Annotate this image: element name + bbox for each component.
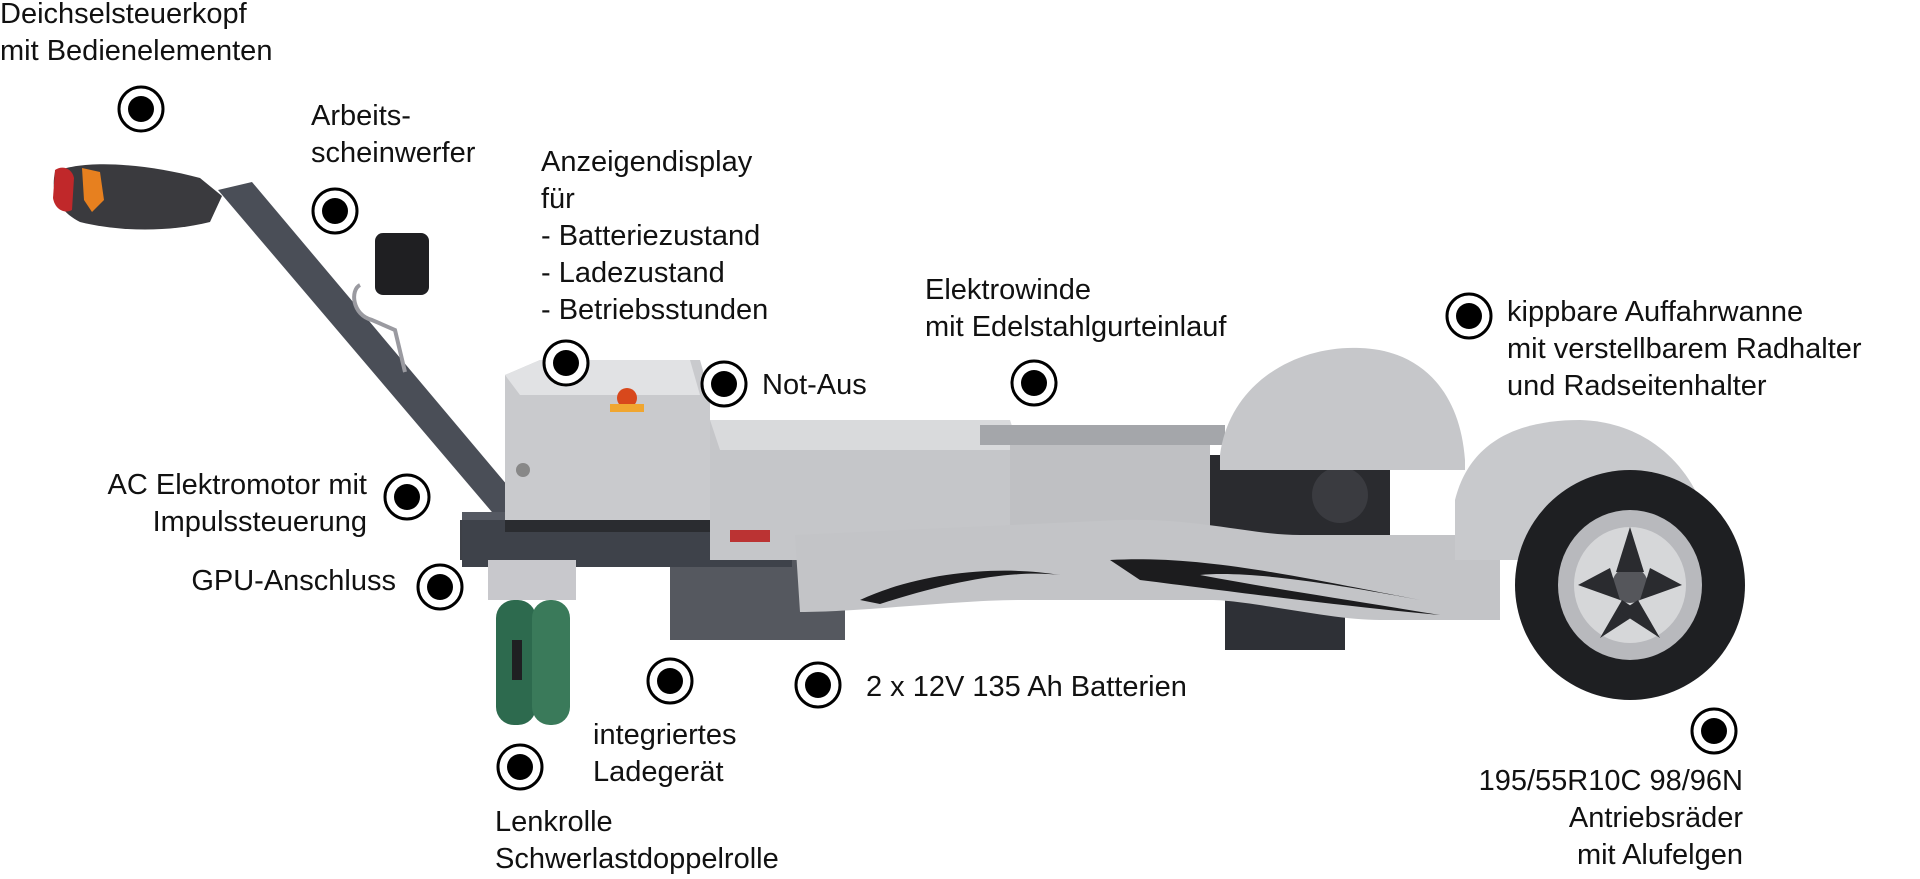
drive-wheel xyxy=(1455,420,1745,700)
label-arbeitsscheinwerfer: Arbeits- scheinwerfer xyxy=(311,98,475,172)
label-batterien: 2 x 12V 135 Ah Batterien xyxy=(866,669,1187,706)
label-line: Deichselsteuerkopf xyxy=(0,0,247,30)
marker-gpu-icon xyxy=(416,563,464,611)
label-line: mit verstellbarem Radhalter xyxy=(1507,333,1862,365)
label-line: Schwerlastdoppelrolle xyxy=(495,843,779,875)
label-line: Not-Aus xyxy=(762,369,867,401)
ramp-body xyxy=(795,519,1500,620)
work-light xyxy=(352,233,429,373)
marker-reifen-icon xyxy=(1690,707,1738,755)
label-line: Elektrowinde xyxy=(925,274,1092,306)
marker-arbeits-icon xyxy=(311,187,359,235)
label-lenkrolle: Lenkrolle Schwerlastdoppelrolle xyxy=(495,804,779,878)
marker-batterien-icon xyxy=(794,661,842,709)
label-gpu-anschluss: GPU-Anschluss xyxy=(191,563,396,600)
marker-acmotor-icon xyxy=(383,473,431,521)
marker-lenkrolle-icon xyxy=(496,743,544,791)
label-deichselsteuerkopf: Deichselsteuerkopf mit Bedienelementen xyxy=(0,0,272,70)
label-line: AC Elektromotor mit xyxy=(107,469,367,501)
label-line: - Ladezustand xyxy=(541,257,725,289)
marker-kippbare-icon xyxy=(1445,292,1493,340)
label-elektrowinde: Elektrowinde mit Edelstahlgurteinlauf xyxy=(925,272,1226,346)
label-line: kippbare Auffahrwanne xyxy=(1507,296,1804,328)
marker-notaus-icon xyxy=(700,360,748,408)
label-line: scheinwerfer xyxy=(311,137,476,169)
tow-bar xyxy=(218,182,545,545)
label-line: und Radseitenhalter xyxy=(1507,370,1767,402)
marker-elektrowinde-icon xyxy=(1010,359,1058,407)
label-line: 2 x 12V 135 Ah Batterien xyxy=(866,671,1187,703)
label-integriertes-ladegeraet: integriertes Ladegerät xyxy=(593,717,736,791)
label-line: - Betriebsstunden xyxy=(541,294,769,326)
winch-dome xyxy=(1220,347,1465,470)
label-kippbare-auffahrwanne: kippbare Auffahrwanne mit verstellbarem … xyxy=(1507,294,1862,405)
marker-anzeige-icon xyxy=(542,339,590,387)
marker-ladegeraet-icon xyxy=(646,657,694,705)
label-line: Lenkrolle xyxy=(495,806,613,838)
label-line: - Batteriezustand xyxy=(541,220,761,252)
control-box xyxy=(505,360,710,532)
label-line: mit Alufelgen xyxy=(1576,839,1743,871)
label-line: für xyxy=(541,183,575,215)
label-line: Ladegerät xyxy=(593,756,724,788)
label-line: GPU-Anschluss xyxy=(191,565,396,597)
label-ac-elektromotor: AC Elektromotor mit Impulssteuerung xyxy=(108,467,367,541)
label-line: mit Bedienelementen xyxy=(0,35,273,67)
label-line: Antriebsräder xyxy=(1568,802,1743,834)
label-line: 195/55R10C 98/96N xyxy=(1478,765,1743,797)
caster-wheels xyxy=(488,560,576,725)
label-line: Anzeigendisplay xyxy=(541,146,753,178)
label-line: integriertes xyxy=(593,719,737,751)
label-anzeigendisplay: Anzeigendisplay für - Batteriezustand - … xyxy=(541,144,768,329)
marker-deichsel-icon xyxy=(117,85,165,133)
label-line: mit Edelstahlgurteinlauf xyxy=(925,311,1227,343)
label-antriebsraeder: 195/55R10C 98/96N Antriebsräder mit Aluf… xyxy=(1479,763,1743,874)
label-line: Impulssteuerung xyxy=(152,506,367,538)
label-not-aus: Not-Aus xyxy=(762,367,867,404)
label-line: Arbeits- xyxy=(311,100,411,132)
control-head xyxy=(53,164,222,230)
